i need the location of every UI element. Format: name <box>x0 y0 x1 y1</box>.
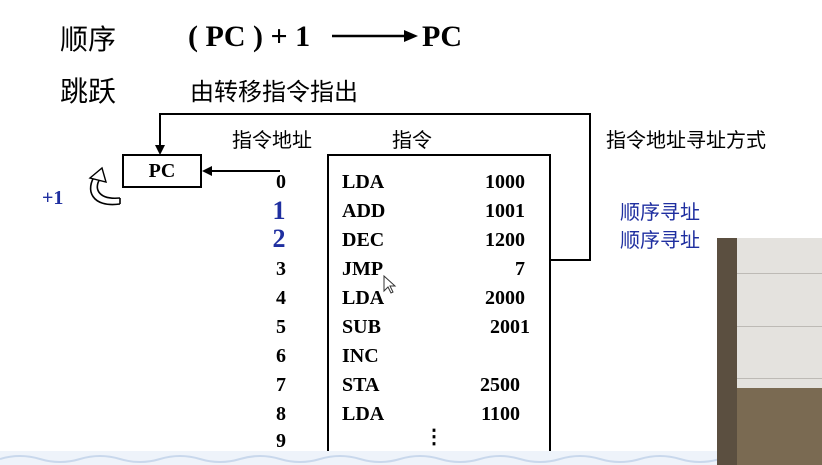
row-operand: 1001 <box>445 200 525 223</box>
increment-label: +1 <box>42 187 63 210</box>
row-operand: 1200 <box>445 229 525 252</box>
row-address: 6 <box>266 345 296 368</box>
row-opcode: ADD <box>342 200 385 223</box>
pc-register: PC <box>122 154 202 188</box>
row-operand: 2000 <box>445 287 525 310</box>
row-address: 3 <box>266 258 296 281</box>
mouse-cursor-icon <box>383 275 397 295</box>
row-address: 0 <box>266 171 296 194</box>
row-opcode: LDA <box>342 171 384 194</box>
row-opcode: DEC <box>342 229 384 252</box>
row-opcode: LDA <box>342 287 384 310</box>
row-operand: 2500 <box>440 374 520 397</box>
row-operand: 1100 <box>440 403 520 426</box>
row-operand: 7 <box>445 258 525 281</box>
webcam-overlay-image <box>717 238 822 465</box>
row-address: 4 <box>266 287 296 310</box>
annotation-sequential-1: 顺序寻址 <box>620 196 700 225</box>
row-opcode: LDA <box>342 403 384 426</box>
row-address: 2 <box>264 224 294 254</box>
row-opcode: ⋮ <box>424 424 444 449</box>
row-opcode: JMP <box>342 258 383 281</box>
bottom-decoration <box>0 451 717 465</box>
row-address: 1 <box>264 196 294 226</box>
annotation-sequential-2: 顺序寻址 <box>620 224 700 253</box>
row-address: 7 <box>266 374 296 397</box>
row-address: 5 <box>266 316 296 339</box>
increment-loop-icon <box>82 164 126 212</box>
row-opcode: STA <box>342 374 379 397</box>
row-operand: 2001 <box>450 316 530 339</box>
row-address: 8 <box>266 403 296 426</box>
pc-label: PC <box>149 160 176 183</box>
row-operand: 1000 <box>445 171 525 194</box>
row-address: 9 <box>266 430 296 453</box>
row-opcode: SUB <box>342 316 381 339</box>
row-opcode: INC <box>342 345 379 368</box>
